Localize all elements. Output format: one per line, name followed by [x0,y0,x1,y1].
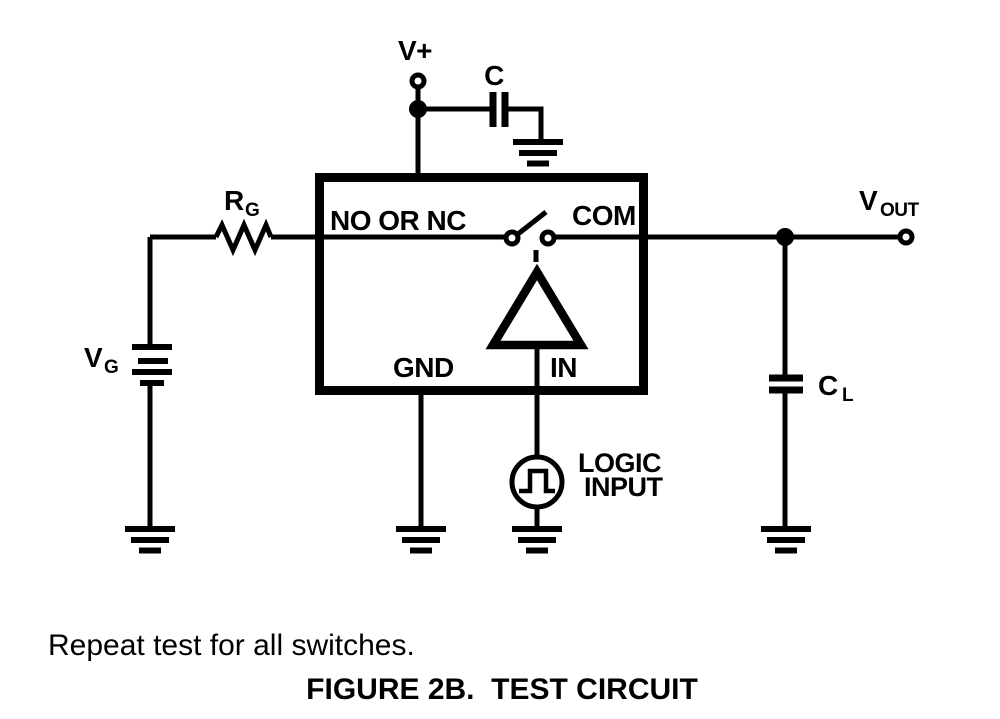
ground-symbol-output [761,526,811,554]
logic-input-label-line2: INPUT [584,472,664,502]
battery-vg [132,344,172,386]
logic-input-label-line1: LOGIC [578,448,661,478]
device-outline [315,173,648,395]
logic-driver-branch: LOGIC INPUT [485,263,664,554]
gnd-pin-branch [396,391,446,554]
switch-lever [516,210,548,236]
vg-label: V [84,342,103,373]
cl-label: C [818,370,838,401]
resistor-rg [213,218,274,257]
pin-no-or-nc-label: NO OR NC [330,205,466,236]
pin-gnd-label: GND [393,352,454,383]
device-box: NO OR NC COM GND IN [315,173,648,395]
ground-symbol-logic [512,526,562,554]
cl-label-subscript: L [842,385,854,406]
ground-symbol-supply [513,139,563,167]
pulse-waveform-icon [519,468,555,494]
vg-label-subscript: G [104,357,118,378]
vout-label: V [859,185,878,216]
vout-terminal [897,228,915,246]
figure-caption: FIGURE 2B. TEST CIRCUIT [306,673,698,706]
supply-section: V+ [398,35,433,177]
rg-label-subscript: G [245,200,259,221]
cap-c-label: C [484,60,504,91]
output-branch: V OUT C L [554,185,920,554]
ground-symbol-device [396,526,446,554]
vout-label-subscript: OUT [880,200,920,221]
generator-branch: R G V G [84,185,506,554]
v-plus-label: V+ [398,35,432,66]
rg-label: R [224,185,244,216]
switch-pole-right [539,229,557,247]
repeat-note: Repeat test for all switches. [48,629,415,662]
pin-com-label: COM [572,200,636,231]
decoupling-cap-branch: C [418,60,563,167]
switch-pole-left [503,229,521,247]
pin-in-label: IN [550,352,577,383]
ground-symbol-generator [125,526,175,554]
v-plus-terminal [409,72,427,90]
pulse-source-circle [509,454,565,510]
switch-symbol [503,210,557,262]
buffer-triangle [485,263,589,350]
cap-right-wire [508,106,544,142]
